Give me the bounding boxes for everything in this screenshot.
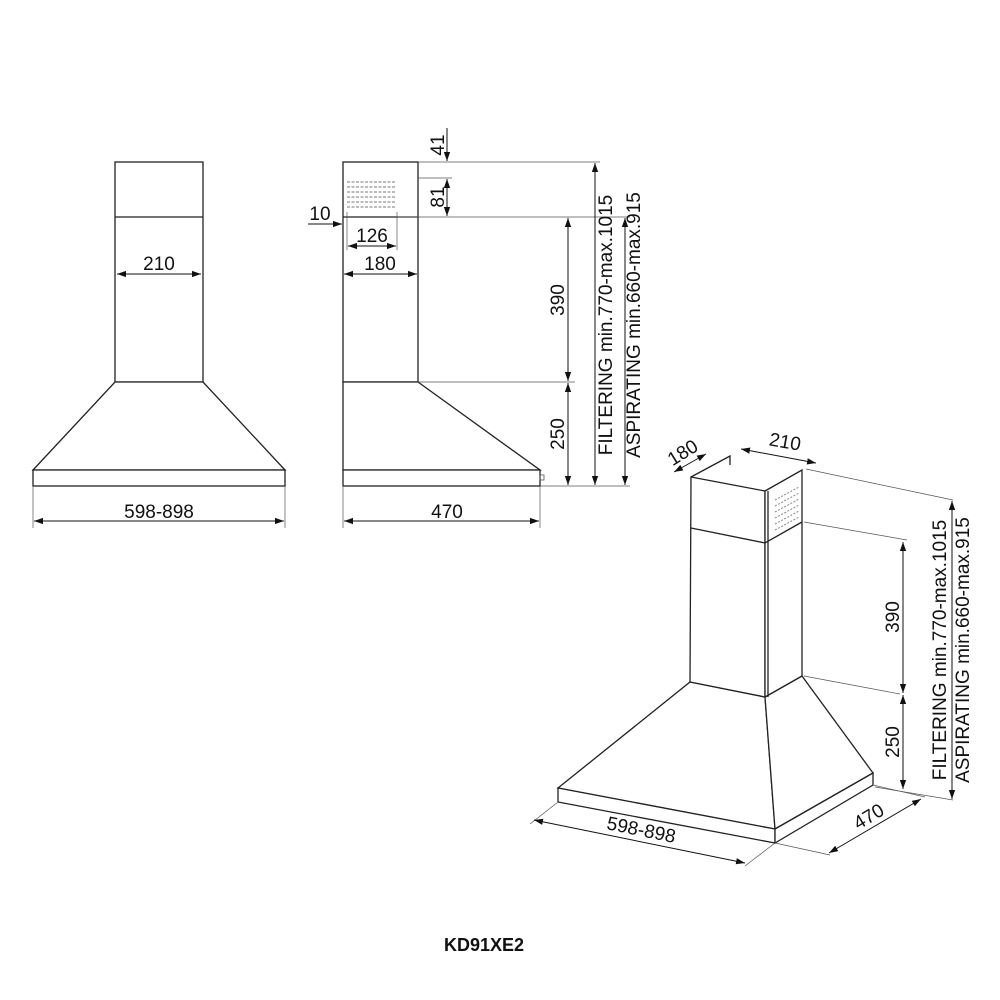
- side-hood-height-label: 250: [548, 418, 569, 450]
- front-chimney-width-label: 210: [143, 254, 175, 275]
- vent-grille: [347, 181, 396, 208]
- front-hood: [31, 381, 287, 471]
- iso-chimney-side: [764, 468, 803, 699]
- iso-aspirating-label: ASPIRATING min.660-max.915: [953, 517, 974, 783]
- iso-hood-width-dimension: [533, 818, 746, 865]
- iso-hood-depth-dimension: [828, 798, 922, 854]
- top-gap-label: 41: [428, 134, 449, 155]
- iso-hood-depth-label: 470: [850, 800, 888, 834]
- extension-line: [805, 468, 954, 501]
- side-aspirating-label: ASPIRATING min.660-max.915: [624, 192, 645, 458]
- model-title: KD91XE2: [444, 935, 524, 955]
- iso-upper-height-label: 390: [883, 601, 904, 633]
- side-filtering-label: FILTERING min.770-max.1015: [596, 195, 617, 455]
- isometric-view: 180 210 390 250 FILTERING min.770-max.10…: [529, 429, 974, 867]
- iso-chimney-width-label: 210: [768, 429, 803, 455]
- offset-label: 10: [309, 204, 330, 225]
- iso-chimney-joint: [690, 521, 803, 544]
- front-hood-width-label: 598-898: [124, 502, 194, 523]
- side-upper-height-label: 390: [548, 284, 569, 316]
- grille-width-label: 126: [356, 226, 388, 247]
- iso-hood-height-label: 250: [883, 726, 904, 758]
- extension-line: [872, 784, 926, 798]
- extension-line: [874, 786, 954, 801]
- side-hood: [342, 381, 543, 471]
- extension-line: [803, 521, 908, 541]
- extension-line: [774, 842, 831, 856]
- grille-height-label: 81: [428, 186, 449, 207]
- side-chimney-depth-label: 180: [364, 254, 396, 275]
- iso-chimney-front: [689, 476, 766, 698]
- iso-chimney-width-dimension: [740, 447, 817, 465]
- extension-line: [744, 842, 776, 867]
- knob-icon: [539, 474, 545, 481]
- side-view: 41 81 10 126 180 390 250 FILTERING min.7…: [308, 128, 645, 528]
- iso-filtering-label: FILTERING min.770-max.1015: [930, 520, 951, 780]
- extension-line: [803, 675, 901, 695]
- iso-vent-grille: [774, 486, 800, 531]
- side-hood-depth-label: 470: [431, 502, 463, 523]
- iso-chimney-depth-label: 180: [664, 436, 702, 471]
- front-view: 210 598-898: [31, 161, 287, 528]
- extension-line: [529, 801, 559, 825]
- side-hood-base: [342, 469, 541, 487]
- iso-chimney-depth-dimension: [673, 453, 707, 473]
- front-hood-base: [32, 469, 286, 487]
